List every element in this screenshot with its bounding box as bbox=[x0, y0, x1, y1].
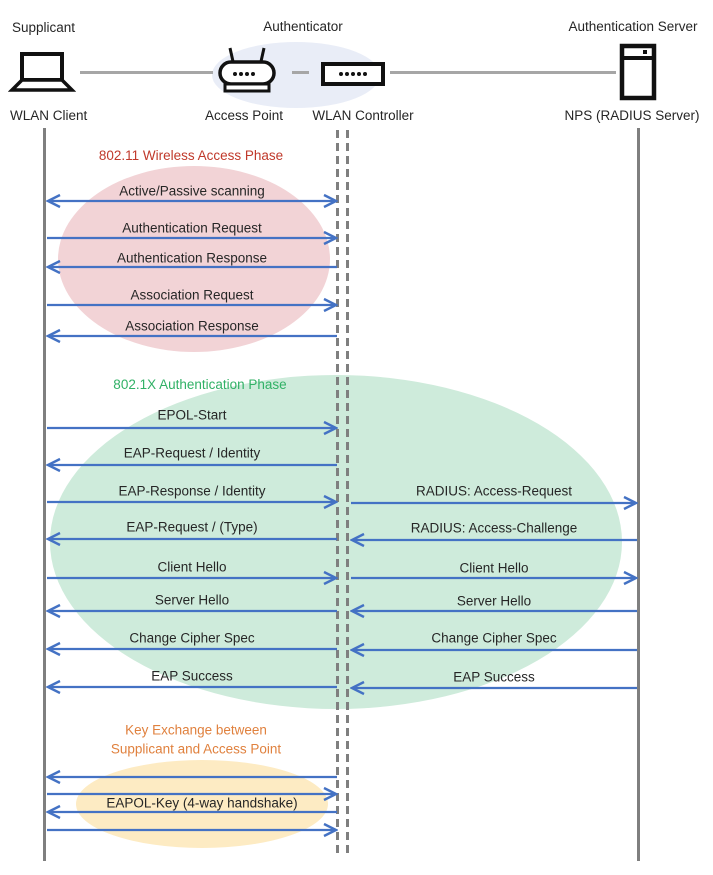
message-label: Client Hello bbox=[459, 560, 529, 576]
client-to-ap-link bbox=[80, 71, 213, 74]
phase-title-key-exchange-line2: Supplicant and Access Point bbox=[110, 741, 282, 756]
node-wlan-client: WLAN Client bbox=[10, 108, 88, 123]
capwap-tunnel-line-right bbox=[346, 130, 349, 853]
message-arrow-right bbox=[47, 297, 338, 313]
message-arrow-right bbox=[47, 570, 338, 586]
message-arrow-left bbox=[46, 259, 337, 275]
capwap-tunnel-line-left bbox=[336, 130, 339, 853]
message-arrow-right bbox=[47, 786, 338, 802]
message-arrow-right bbox=[351, 570, 638, 586]
phase-80211-ellipse bbox=[58, 166, 330, 352]
message-label: EPOL-Start bbox=[157, 407, 227, 423]
node-wlan-controller: WLAN Controller bbox=[312, 108, 414, 123]
message-label: RADIUS: Access-Request bbox=[415, 483, 573, 499]
message-label: EAP Success bbox=[151, 668, 233, 684]
message-label: EAP Success bbox=[453, 669, 535, 685]
laptop-icon bbox=[8, 52, 76, 92]
message-label: Association Response bbox=[125, 318, 259, 334]
message-label: Change Cipher Spec bbox=[129, 630, 255, 646]
message-label: Client Hello bbox=[157, 559, 227, 575]
role-authenticator: Authenticator bbox=[263, 19, 343, 34]
message-arrow-right bbox=[47, 230, 338, 246]
message-arrow-left bbox=[46, 603, 337, 619]
phase-title-80211: 802.11 Wireless Access Phase bbox=[98, 147, 284, 163]
message-label: RADIUS: Access-Challenge bbox=[410, 520, 578, 536]
server-icon bbox=[619, 43, 657, 101]
message-arrow-left bbox=[46, 328, 337, 344]
phase-title-key-exchange-line1: Key Exchange between bbox=[125, 722, 267, 738]
message-label: EAP-Request / (Type) bbox=[126, 519, 258, 535]
message-arrow-left bbox=[46, 641, 337, 657]
message-label: EAP-Response / Identity bbox=[118, 483, 266, 499]
supplicant-lifeline bbox=[43, 128, 46, 861]
key-exchange-ellipse bbox=[76, 760, 328, 848]
role-authentication-server: Authentication Server bbox=[568, 19, 698, 34]
message-label: Server Hello bbox=[456, 593, 532, 609]
radius-server-lifeline bbox=[637, 128, 640, 861]
controller-to-server-link bbox=[390, 71, 616, 74]
message-arrow-left bbox=[350, 532, 637, 548]
message-label: Authentication Response bbox=[116, 250, 268, 266]
message-arrow-right bbox=[47, 494, 338, 510]
role-supplicant: Supplicant bbox=[12, 20, 76, 35]
message-label: Server Hello bbox=[154, 592, 230, 608]
message-arrow-right bbox=[47, 420, 338, 436]
message-arrow-right bbox=[351, 495, 638, 511]
phase-title-key-exchange: Key Exchange between Supplicant and Acce… bbox=[111, 722, 281, 759]
message-label: Association Request bbox=[130, 287, 254, 303]
wlan-controller-icon bbox=[321, 62, 385, 86]
phase-title-8021x: 802.1X Authentication Phase bbox=[113, 376, 287, 392]
message-label: EAPOL-Key (4-way handshake) bbox=[106, 795, 298, 811]
message-label: EAP-Request / Identity bbox=[123, 445, 261, 461]
message-arrow-left bbox=[350, 680, 637, 696]
message-label: Authentication Request bbox=[122, 220, 262, 236]
node-access-point: Access Point bbox=[204, 108, 284, 123]
message-arrow-left bbox=[46, 804, 337, 820]
message-arrow-left bbox=[46, 679, 337, 695]
message-arrow-both bbox=[46, 193, 338, 209]
message-arrow-left bbox=[350, 642, 637, 658]
message-label: Active/Passive scanning bbox=[119, 183, 265, 199]
message-arrow-right bbox=[47, 822, 338, 838]
message-arrow-left bbox=[46, 769, 337, 785]
ap-to-controller-link bbox=[292, 71, 309, 74]
access-point-icon bbox=[218, 47, 276, 93]
message-arrow-left bbox=[46, 531, 337, 547]
node-nps-radius-server: NPS (RADIUS Server) bbox=[564, 108, 700, 123]
message-arrow-left bbox=[46, 457, 337, 473]
message-arrow-left bbox=[350, 603, 637, 619]
message-label: Change Cipher Spec bbox=[431, 630, 557, 646]
